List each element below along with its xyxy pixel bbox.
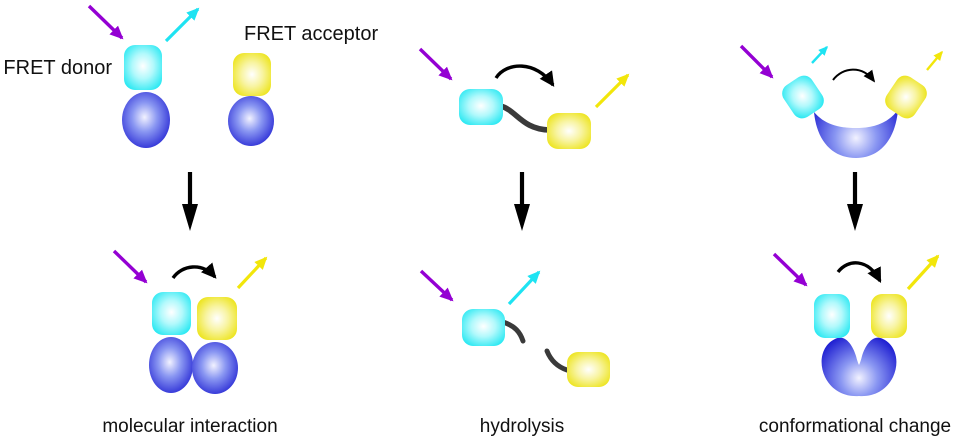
reaction-arrow: [182, 172, 198, 231]
donor-fluorophore: [462, 309, 505, 346]
state-unbound: FRET donor FRET acceptor: [3, 4, 378, 148]
acceptor-emission-arrow-icon: [236, 256, 268, 290]
sensor-protein-closed-vee: [821, 337, 897, 397]
donor-fluorophore: [124, 45, 162, 90]
donor-fluorophore: [152, 292, 191, 335]
acceptor-fluorophore: [197, 297, 237, 340]
excitation-arrow-icon: [87, 4, 124, 40]
state-closed-conformation: [772, 252, 940, 397]
fret-acceptor-label: FRET acceptor: [244, 23, 378, 45]
fret-donor-label: FRET donor: [3, 57, 112, 79]
acceptor-fluorophore: [871, 294, 907, 338]
reaction-arrow: [514, 172, 530, 231]
state-cleaved-substrate: [419, 269, 610, 387]
weak-fret-transfer-arrow-icon: [832, 68, 876, 83]
acceptor-protein-blob: [228, 96, 274, 146]
acceptor-fluorophore: [885, 75, 927, 119]
acceptor-emission-arrow-icon: [906, 254, 940, 291]
donor-fluorophore: [782, 75, 824, 119]
cleaved-linker-stub: [544, 348, 570, 373]
panel-caption: conformational change: [759, 416, 951, 437]
substrate-linker: [498, 103, 552, 133]
excitation-arrow-icon: [739, 44, 774, 79]
acceptor-protein-blob: [192, 342, 238, 394]
excitation-arrow-icon: [418, 47, 453, 81]
donor-emission-arrow-icon: [164, 7, 200, 43]
panel-conformational-change: conformational change: [739, 44, 951, 437]
sensor-protein-open-crescent: [814, 110, 898, 158]
acceptor-emission-arrow-icon: [594, 73, 630, 109]
panel-molecular-interaction: FRET donor FRET acceptor molecular inter…: [3, 4, 378, 437]
state-bound: [112, 249, 268, 394]
acceptor-fluorophore: [233, 53, 271, 96]
down-arrow-head-icon: [182, 204, 198, 231]
state-intact-substrate: [418, 47, 630, 149]
panel-caption: molecular interaction: [102, 416, 277, 437]
fret-transfer-arrow-icon: [494, 64, 555, 87]
panel-caption: hydrolysis: [480, 416, 564, 437]
reaction-arrow: [847, 172, 863, 231]
excitation-arrow-icon: [419, 269, 454, 302]
donor-protein-blob: [122, 92, 170, 148]
down-arrow-head-icon: [514, 204, 530, 231]
down-arrow-head-icon: [847, 204, 863, 231]
acceptor-emission-arrow-icon: [926, 50, 943, 71]
donor-fluorophore: [814, 294, 850, 338]
excitation-arrow-icon: [772, 252, 808, 287]
panel-hydrolysis: hydrolysis: [418, 47, 630, 437]
cleaved-linker-stub: [500, 319, 526, 344]
fret-transfer-arrow-icon: [836, 261, 882, 283]
fret-transfer-arrow-icon: [171, 262, 217, 280]
donor-protein-blob: [149, 337, 193, 393]
acceptor-fluorophore: [547, 113, 591, 149]
excitation-arrow-icon: [112, 249, 148, 284]
state-open-conformation: [739, 44, 943, 158]
donor-emission-arrow-icon: [507, 270, 541, 306]
donor-fluorophore: [459, 89, 503, 125]
acceptor-fluorophore: [567, 352, 610, 387]
donor-emission-arrow-icon: [811, 45, 828, 64]
